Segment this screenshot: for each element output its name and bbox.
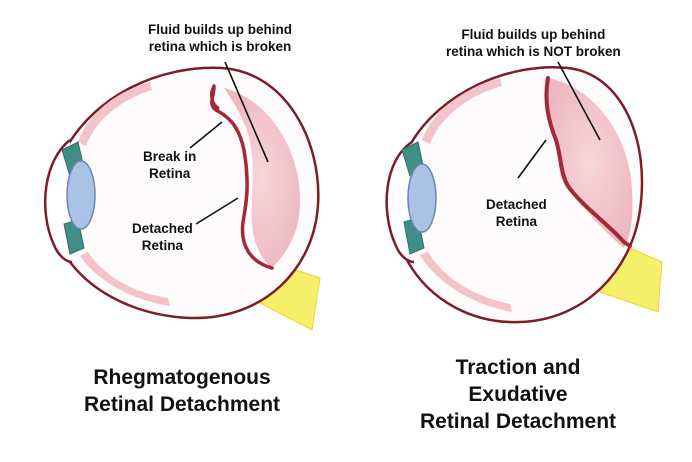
detached-retina [544,76,632,248]
choroid-band [78,82,152,146]
pointer-fluid [224,61,269,163]
right-fluid-label: Fluid builds up behind retina which is N… [446,27,621,59]
lens [407,163,437,233]
pointer-detached [195,197,239,225]
choroid-band [422,78,502,144]
right-detached-retina-label: Detached Retina [486,197,547,229]
break-in-retina-label: Break in Retina [143,149,197,181]
pointer-break [189,121,223,149]
pointer-detached [517,139,547,179]
subretinal-fluid [546,78,633,248]
left-detached-retina-label: Detached Retina [132,221,193,253]
right-title: Traction and Exudative Retinal Detachmen… [419,356,617,433]
lens [66,160,96,230]
detached-retina [210,84,274,270]
left-title: Rhegmatogenous Retinal Detachment [83,366,281,416]
left-fluid-label: Fluid builds up behind retina which is b… [148,22,292,54]
right-eye [385,61,663,324]
pointer-fluid [557,61,601,141]
left-eye [44,61,321,331]
subretinal-fluid [224,88,300,268]
